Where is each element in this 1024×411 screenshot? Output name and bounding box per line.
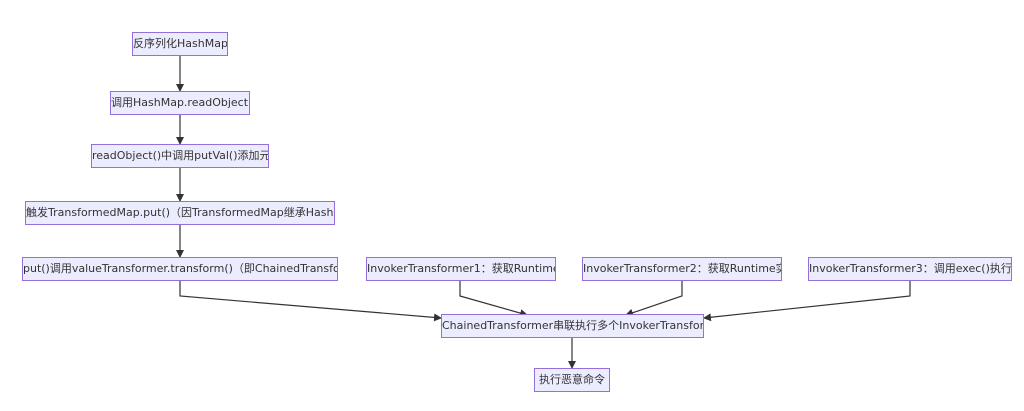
node-invoker-transformer-3: InvokerTransformer3：调用exec()执行命令	[808, 257, 1012, 281]
node-invoker-transformer-1: InvokerTransformer1：获取Runtime类	[366, 257, 556, 281]
node-deserialize-hashmap: 反序列化HashMap	[132, 32, 228, 56]
node-value-transformer: put()调用valueTransformer.transform()（即Cha…	[22, 257, 338, 281]
edge-transform-to-chained	[179, 281, 442, 322]
node-transformedmap-put: 触发TransformedMap.put()（因TransformedMap继承…	[25, 201, 335, 225]
node-invoker-transformer-2: InvokerTransformer2：获取Runtime实例	[582, 257, 782, 281]
node-call-readobject: 调用HashMap.readObject()	[110, 91, 250, 115]
edge-invoker2-to-chained	[625, 281, 683, 317]
node-execute-malicious-command: 执行恶意命令	[534, 368, 610, 392]
edge-invoker3-to-chained	[703, 281, 911, 322]
node-chained-transformer: ChainedTransformer串联执行多个InvokerTransform…	[441, 314, 704, 338]
edge-invoker1-to-chained	[459, 281, 528, 317]
node-putval-add-element: readObject()中调用putVal()添加元素	[91, 144, 269, 168]
